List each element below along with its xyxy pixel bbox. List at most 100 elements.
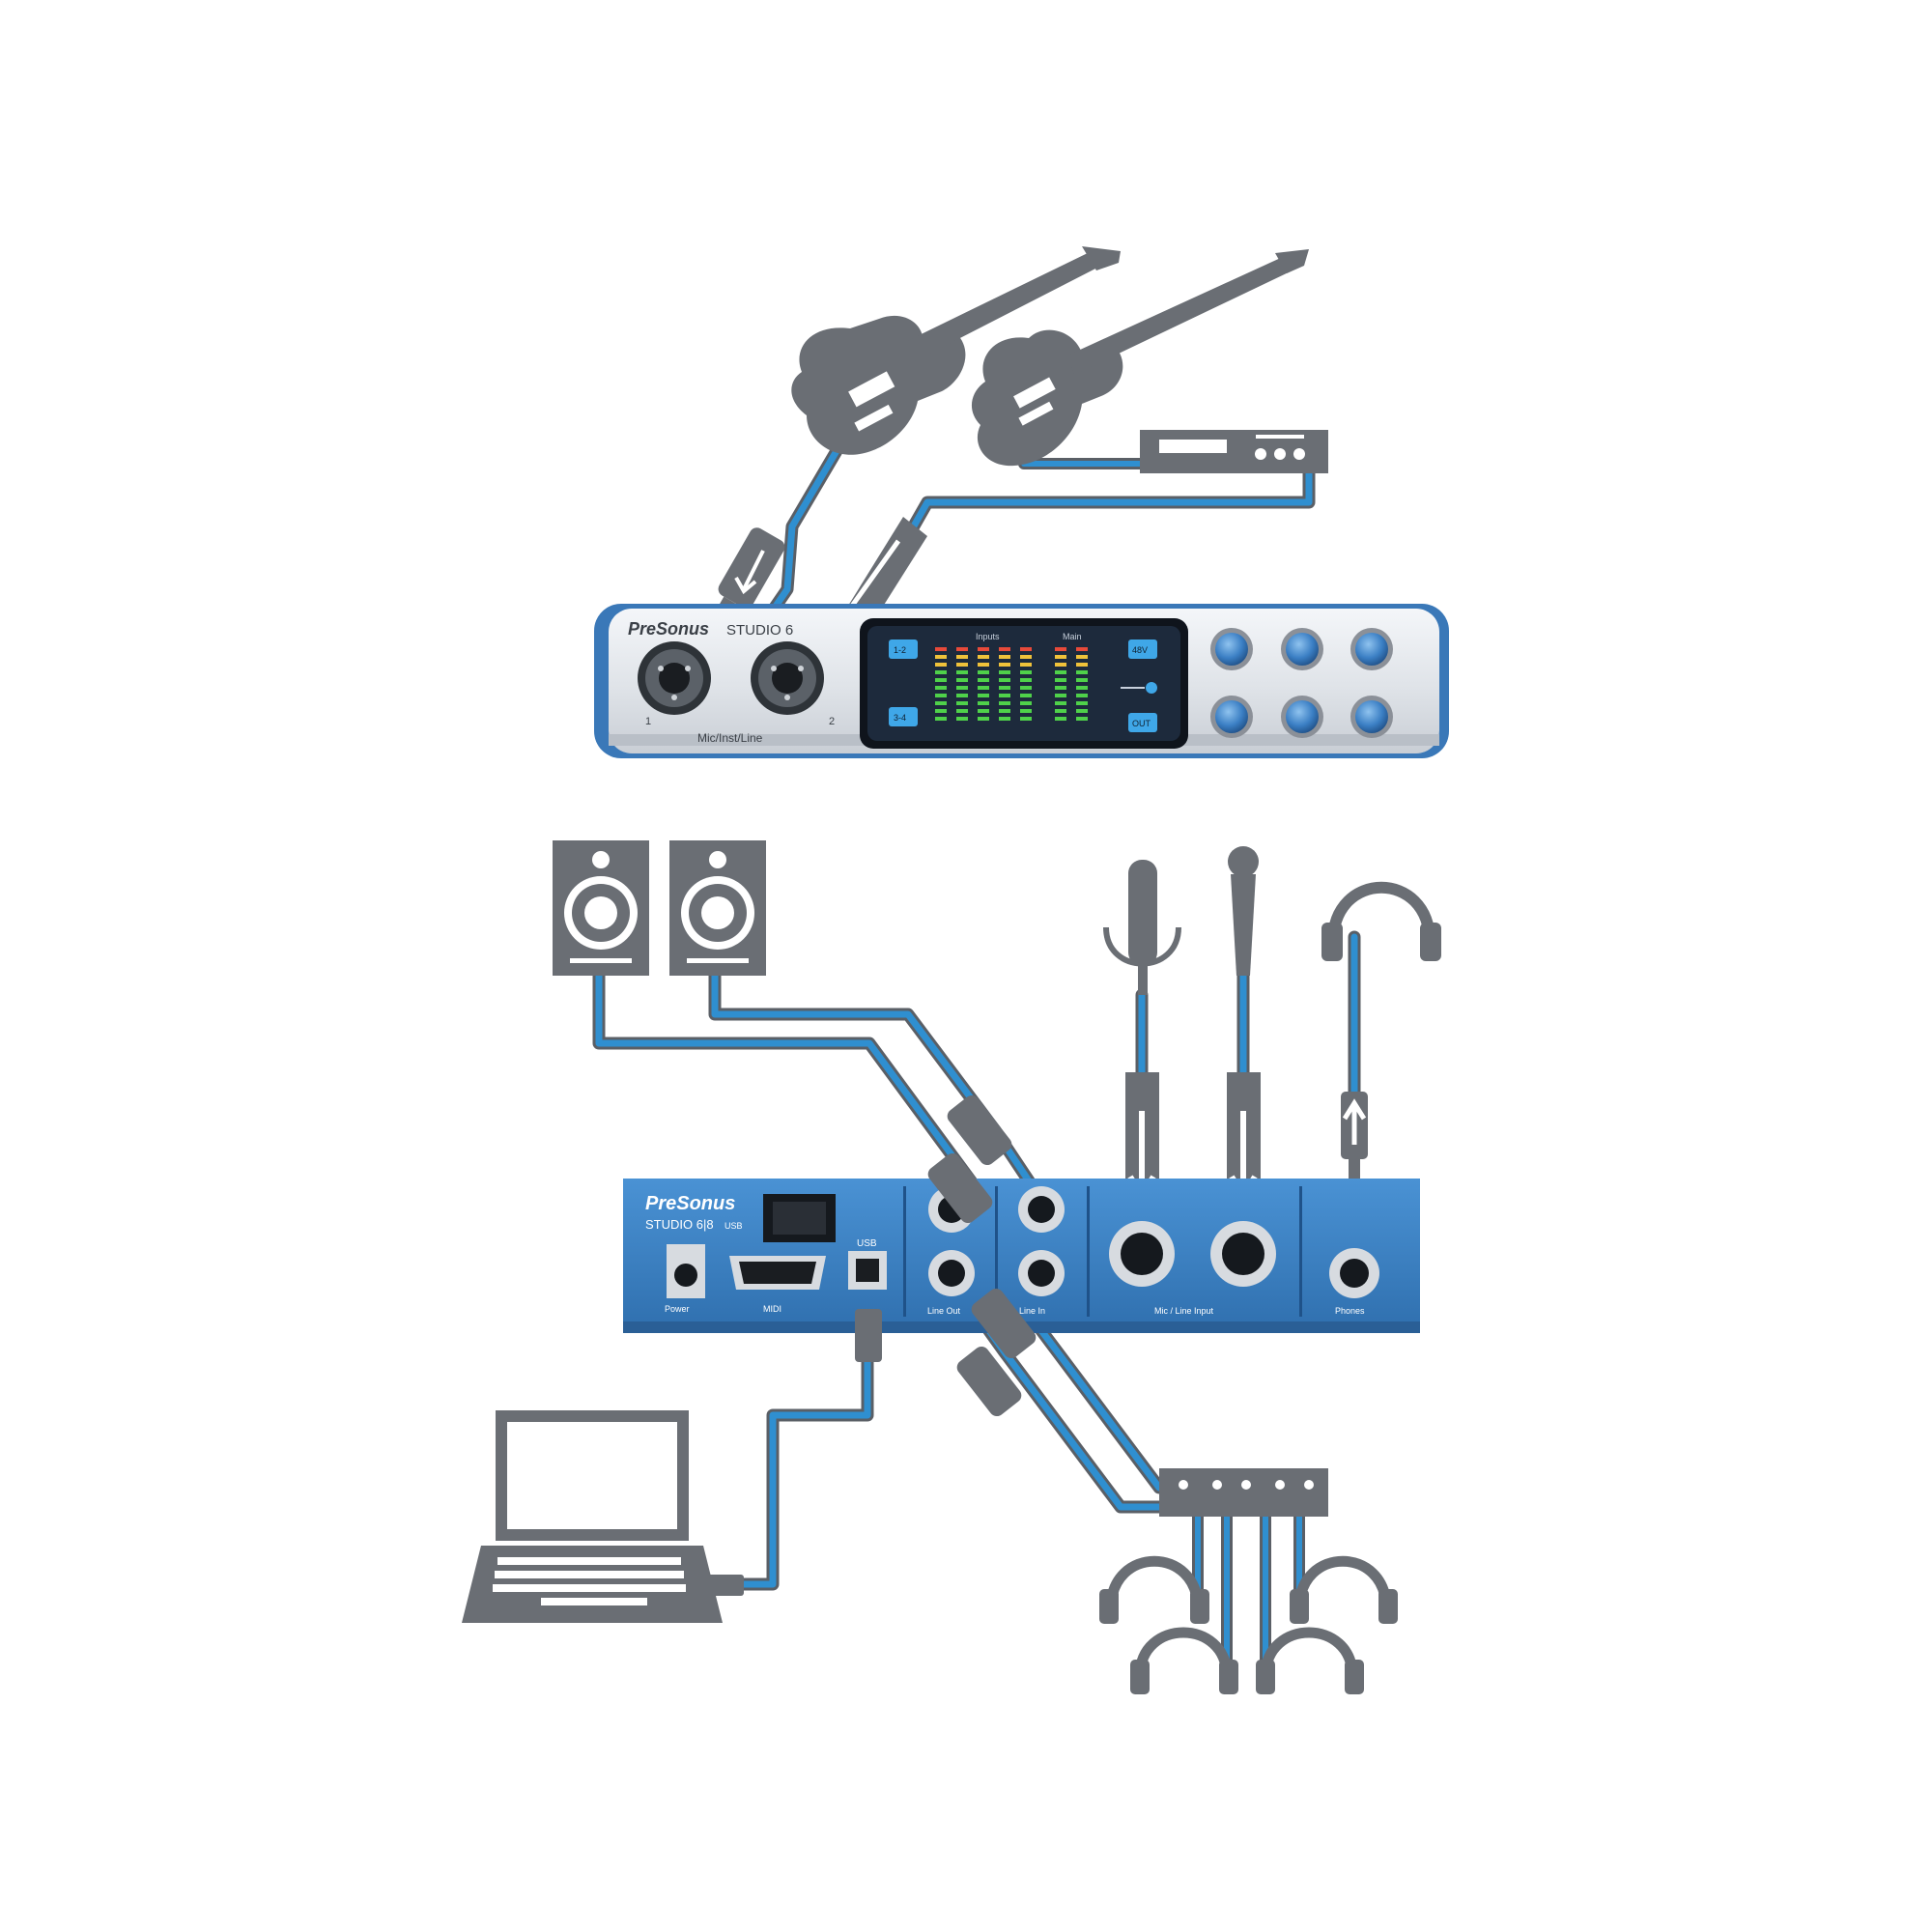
display-inputs-label: Inputs [976, 632, 1000, 641]
meter-led [978, 663, 989, 667]
meter-led [1076, 686, 1088, 690]
svg-text:3-4: 3-4 [894, 713, 906, 723]
front-brand: PreSonus [628, 619, 709, 639]
meter-led [935, 709, 947, 713]
meter-led [999, 701, 1010, 705]
rear-interface-unit: PreSonus STUDIO 6|8 USB Power MIDI USB [623, 1179, 1420, 1333]
meter-led [956, 709, 968, 713]
meter-led [999, 678, 1010, 682]
meter-led [935, 686, 947, 690]
midi-label: MIDI [763, 1304, 781, 1314]
rear-combo-jack-1[interactable] [1109, 1221, 1175, 1287]
meter-led [999, 686, 1010, 690]
meter-led [1020, 717, 1032, 721]
electric-guitar-icon [791, 246, 1121, 455]
combo-jack-1[interactable] [638, 641, 711, 715]
meter-led [1020, 686, 1032, 690]
headphones-icon [1321, 881, 1441, 961]
rack-effects-unit-icon [1140, 430, 1328, 473]
meter-led [956, 717, 968, 721]
meter-led [1055, 670, 1066, 674]
studio-monitor-icon [669, 840, 766, 976]
meter-led [1055, 701, 1066, 705]
headphone-amplifier-icon [1159, 1468, 1328, 1517]
meter-led [956, 701, 968, 705]
arrow-icon [847, 539, 901, 611]
meter-led [935, 717, 947, 721]
meter-led [1076, 709, 1088, 713]
level-meter-display: Inputs Main 1-2 3-4 48V OUT [860, 618, 1188, 749]
meter-led [935, 670, 947, 674]
meter-led [935, 663, 947, 667]
laptop-icon [462, 1410, 744, 1623]
meter-led [1076, 717, 1088, 721]
line-out-label: Line Out [927, 1306, 961, 1316]
display-button-tl[interactable]: 1-2 [889, 639, 918, 659]
display-button-tr[interactable]: 48V [1128, 639, 1157, 659]
rear-combo-jack-2[interactable] [1210, 1221, 1276, 1287]
meter-led [1076, 694, 1088, 697]
rear-model-suffix: USB [724, 1221, 743, 1231]
phones-label: Phones [1335, 1306, 1365, 1316]
meter-led [1055, 717, 1066, 721]
meter-led [999, 670, 1010, 674]
usb-port[interactable]: USB [848, 1238, 887, 1290]
headphones-icon [1293, 1555, 1392, 1609]
meter-led [1020, 701, 1032, 705]
meter-led [1076, 678, 1088, 682]
meter-led [978, 655, 989, 659]
meter-led [1055, 678, 1066, 682]
rear-brand: PreSonus [645, 1193, 735, 1214]
rear-model: STUDIO 6|8 [645, 1217, 714, 1232]
combo-jack-2[interactable] [751, 641, 824, 715]
meter-led [935, 655, 947, 659]
condenser-microphone-icon [1103, 860, 1181, 995]
meter-led [999, 709, 1010, 713]
headphones-icon [1260, 1627, 1358, 1677]
meter-led [978, 709, 989, 713]
svg-text:48V: 48V [1132, 645, 1148, 655]
meter-led [999, 717, 1010, 721]
meter-led [999, 694, 1010, 697]
line-in-jacks[interactable]: Line In [1018, 1186, 1065, 1316]
usb-plug [855, 1309, 882, 1362]
mic-line-label: Mic / Line Input [1154, 1306, 1214, 1316]
inputs-label: Mic/Inst/Line [697, 731, 763, 745]
meter-led [1055, 686, 1066, 690]
meter-led [956, 678, 968, 682]
power-label: Power [665, 1304, 690, 1314]
meter-led [956, 694, 968, 697]
meter-led [1055, 647, 1066, 651]
phones-jack[interactable]: Phones [1329, 1248, 1379, 1316]
meter-led [935, 678, 947, 682]
meter-led [978, 678, 989, 682]
display-button-bl[interactable]: 3-4 [889, 707, 918, 726]
meter-led [956, 655, 968, 659]
meter-led [978, 694, 989, 697]
meter-led [1020, 663, 1032, 667]
meter-led [1076, 670, 1088, 674]
front-knobs[interactable] [1210, 628, 1393, 738]
meter-led [1020, 655, 1032, 659]
power-switch[interactable] [763, 1194, 836, 1242]
power-jack[interactable]: Power [665, 1244, 705, 1314]
display-main-label: Main [1063, 632, 1082, 641]
meter-led [999, 655, 1010, 659]
meter-led [1055, 655, 1066, 659]
input-1-label: 1 [645, 716, 651, 727]
meter-led [1020, 694, 1032, 697]
cable-rack-to-input2 [882, 467, 1316, 586]
cable-usb-to-laptop [737, 1350, 874, 1591]
plug-phones [1341, 1092, 1368, 1198]
meter-led [978, 647, 989, 651]
meter-led [1020, 670, 1032, 674]
headphones-icon [1105, 1555, 1204, 1609]
headphones-icon [1290, 1589, 1398, 1624]
display-button-br[interactable]: OUT [1128, 713, 1157, 732]
midi-port[interactable]: MIDI [729, 1256, 826, 1314]
meter-led [935, 701, 947, 705]
meter-led [1076, 655, 1088, 659]
usb-label: USB [857, 1238, 877, 1249]
headphones-icon [1256, 1660, 1364, 1694]
meter-led [1076, 701, 1088, 705]
